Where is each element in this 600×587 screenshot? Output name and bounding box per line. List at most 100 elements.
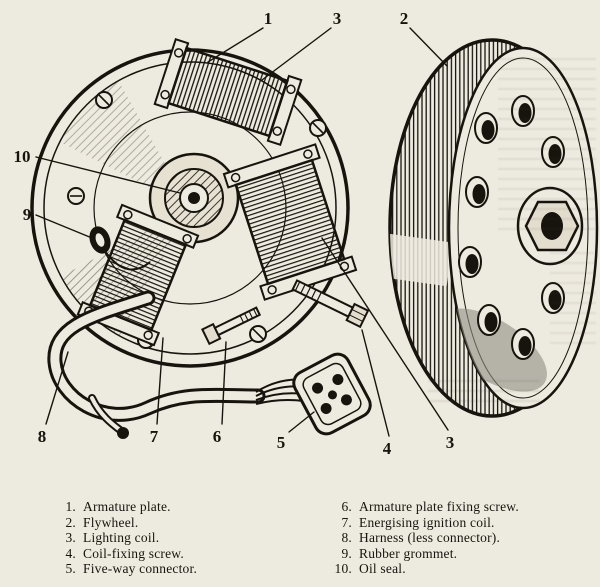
legend-item-label: Harness (less connector). bbox=[359, 530, 501, 546]
connector-pin bbox=[312, 382, 324, 394]
callout-4: 4 bbox=[361, 329, 392, 458]
callout-number: 10 bbox=[14, 147, 31, 166]
legend-item-label: Oil seal. bbox=[359, 561, 406, 577]
flywheel-hub bbox=[516, 186, 584, 266]
flywheel-hole bbox=[465, 176, 489, 208]
connector-pin bbox=[340, 394, 352, 406]
plate-rim-screw bbox=[67, 187, 85, 205]
callout-line bbox=[321, 237, 449, 431]
plate-rim-screw bbox=[249, 325, 267, 343]
legend-item-label: Flywheel. bbox=[83, 514, 139, 530]
callout-6: 6 bbox=[213, 341, 227, 446]
callout-number: 2 bbox=[400, 9, 409, 28]
harness-branch-terminal bbox=[117, 427, 129, 439]
flywheel-face-shadow bbox=[449, 308, 547, 392]
lighting-coil-right bbox=[222, 143, 358, 301]
legend-item-label: Rubber grommet. bbox=[359, 545, 458, 561]
callout-number: 4 bbox=[383, 439, 392, 458]
flywheel bbox=[388, 38, 599, 418]
plate-rim-screw bbox=[95, 91, 113, 109]
legend-item: 3. Lighting coil. bbox=[56, 530, 300, 546]
callout-1: 1 bbox=[207, 9, 273, 63]
callout-3-bottom: 3 bbox=[321, 237, 455, 452]
legend-item-label: Energising ignition coil. bbox=[359, 514, 495, 530]
five-way-connector bbox=[292, 352, 372, 436]
legend-item-number: 9. bbox=[341, 545, 352, 561]
callout-8: 8 bbox=[38, 351, 69, 446]
legend-item-number: 6. bbox=[341, 499, 352, 514]
legend-item: 10. Oil seal. bbox=[326, 561, 600, 577]
legend-item-number: 5. bbox=[65, 561, 76, 577]
legend-item-number: 10. bbox=[334, 561, 352, 577]
legend-item: 4. Coil-fixing screw. bbox=[56, 546, 300, 562]
callout-9: 9 bbox=[23, 205, 93, 239]
connector-pin bbox=[332, 374, 344, 386]
callout-number: 8 bbox=[38, 427, 47, 446]
callout-5: 5 bbox=[277, 411, 315, 452]
flywheel-hole bbox=[541, 282, 565, 314]
flywheel-hole bbox=[458, 246, 482, 278]
legend-item-label: Five-way connector. bbox=[83, 561, 198, 577]
figure-legend: 1. Armature plate. 2. Flywheel. 3. Lighting… bbox=[0, 499, 600, 577]
legend-item-number: 4. bbox=[65, 545, 76, 561]
legend-item-number: 2. bbox=[65, 514, 76, 530]
callout-2: 2 bbox=[400, 9, 448, 67]
flywheel-hole bbox=[541, 136, 565, 168]
lighting-coil-top bbox=[153, 38, 303, 146]
callout-line bbox=[45, 351, 69, 425]
callout-line bbox=[35, 214, 93, 239]
legend-item-label: Armature plate. bbox=[83, 499, 171, 514]
legend-column-right: 6. Armature plate fixing screw. 7. Energis… bbox=[300, 499, 600, 577]
coil-windings bbox=[234, 158, 346, 286]
callout-number: 3 bbox=[446, 433, 455, 452]
callout-line bbox=[409, 27, 448, 67]
legend-item-number: 3. bbox=[65, 530, 76, 546]
flywheel-hole bbox=[477, 304, 501, 336]
callout-number: 6 bbox=[213, 427, 222, 446]
connector-pin bbox=[327, 390, 337, 400]
plate-rim-screw bbox=[309, 119, 327, 137]
callout-7: 7 bbox=[150, 337, 164, 446]
legend-item-label: Coil-fixing screw. bbox=[83, 545, 184, 561]
legend-item: 2. Flywheel. bbox=[56, 515, 300, 531]
legend-item: 6. Armature plate fixing screw. bbox=[326, 499, 600, 515]
legend-column-left: 1. Armature plate. 2. Flywheel. 3. Lighting… bbox=[0, 499, 300, 577]
callout-line bbox=[221, 341, 227, 425]
rubber-grommet bbox=[89, 226, 111, 254]
legend-item-number: 7. bbox=[341, 514, 352, 530]
callout-line bbox=[288, 411, 315, 433]
legend-item-number: 1. bbox=[65, 499, 76, 514]
legend-item: 7. Energising ignition coil. bbox=[326, 515, 600, 531]
coil-windings bbox=[167, 46, 289, 138]
callout-number: 3 bbox=[333, 9, 342, 28]
callouts: 1 3 2 10 9 8 7 bbox=[14, 9, 455, 458]
coil-fixing-screw bbox=[291, 279, 370, 329]
callout-line bbox=[361, 329, 390, 437]
legend-item: 1. Armature plate. bbox=[56, 499, 300, 515]
callout-10: 10 bbox=[14, 147, 181, 194]
armature-plate-fixing-screw bbox=[201, 306, 262, 346]
callout-line bbox=[35, 156, 181, 194]
callout-line bbox=[261, 27, 332, 81]
callout-number: 9 bbox=[23, 205, 32, 224]
flywheel-hole bbox=[511, 95, 535, 127]
callout-3-top: 3 bbox=[261, 9, 342, 81]
magneto-exploded-diagram: 1 3 2 10 9 8 7 bbox=[14, 9, 599, 458]
flywheel-drum-highlight bbox=[390, 233, 453, 287]
legend-item-label: Lighting coil. bbox=[83, 530, 160, 546]
legend-item-label: Armature plate fixing screw. bbox=[359, 499, 519, 514]
flywheel-hole bbox=[474, 112, 498, 144]
hub-bore bbox=[541, 212, 563, 240]
callout-line bbox=[156, 337, 164, 425]
callout-number: 1 bbox=[264, 9, 273, 28]
flywheel-face-inner-ring bbox=[457, 57, 589, 399]
harness bbox=[47, 290, 307, 439]
legend-item: 8. Harness (less connector). bbox=[326, 530, 600, 546]
legend-item: 9. Rubber grommet. bbox=[326, 546, 600, 562]
legend-item: 5. Five-way connector. bbox=[56, 561, 300, 577]
callout-line bbox=[207, 27, 264, 63]
legend-item-number: 8. bbox=[341, 530, 352, 546]
connector-pin bbox=[320, 402, 332, 414]
flywheel-hole bbox=[511, 328, 535, 360]
